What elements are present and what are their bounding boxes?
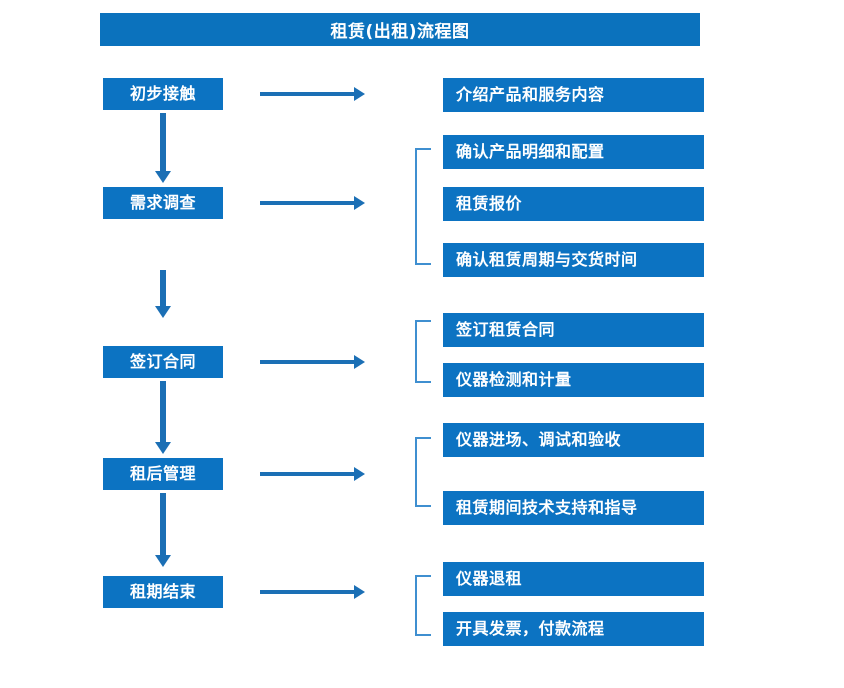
group-bracket-stage-5 bbox=[415, 575, 431, 636]
right-arrow-icon-stage-1 bbox=[260, 87, 365, 101]
right-arrow-icon-stage-5 bbox=[260, 585, 365, 599]
arrow-shaft bbox=[260, 92, 354, 96]
detail-box-2-3[interactable]: 确认租赁周期与交货时间 bbox=[443, 243, 704, 277]
group-bracket-stage-3 bbox=[415, 320, 431, 383]
down-arrow-icon-4-to-5 bbox=[155, 493, 171, 567]
arrow-head bbox=[354, 87, 365, 101]
arrow-shaft bbox=[160, 113, 166, 171]
arrow-head bbox=[155, 555, 171, 567]
detail-box-2-1[interactable]: 确认产品明细和配置 bbox=[443, 135, 704, 169]
group-bracket-stage-4 bbox=[415, 437, 431, 507]
arrow-shaft bbox=[160, 270, 166, 306]
detail-box-5-2[interactable]: 开具发票，付款流程 bbox=[443, 612, 704, 646]
arrow-head bbox=[155, 442, 171, 454]
detail-box-3-1[interactable]: 签订租赁合同 bbox=[443, 313, 704, 347]
stage-box-xuqiudiaocha[interactable]: 需求调查 bbox=[103, 187, 223, 219]
detail-box-3-2[interactable]: 仪器检测和计量 bbox=[443, 363, 704, 397]
arrow-head bbox=[155, 306, 171, 318]
arrow-shaft bbox=[160, 493, 166, 555]
arrow-shaft bbox=[260, 590, 354, 594]
arrow-shaft bbox=[260, 472, 354, 476]
detail-box-5-1[interactable]: 仪器退租 bbox=[443, 562, 704, 596]
detail-box-2-2[interactable]: 租赁报价 bbox=[443, 187, 704, 221]
stage-box-chubujiechu[interactable]: 初步接触 bbox=[103, 78, 223, 110]
group-bracket-stage-2 bbox=[415, 148, 431, 265]
down-arrow-icon-2-to-3 bbox=[155, 270, 171, 318]
arrow-head bbox=[354, 585, 365, 599]
diagram-title: 租赁(出租)流程图 bbox=[100, 13, 700, 46]
arrow-shaft bbox=[260, 360, 354, 364]
right-arrow-icon-stage-4 bbox=[260, 467, 365, 481]
arrow-head bbox=[354, 467, 365, 481]
stage-box-zuqijieshu[interactable]: 租期结束 bbox=[103, 576, 223, 608]
arrow-shaft bbox=[160, 381, 166, 442]
arrow-head bbox=[354, 355, 365, 369]
down-arrow-icon-1-to-2 bbox=[155, 113, 171, 183]
down-arrow-icon-3-to-4 bbox=[155, 381, 171, 454]
right-arrow-icon-stage-2 bbox=[260, 196, 365, 210]
detail-box-4-2[interactable]: 租赁期间技术支持和指导 bbox=[443, 491, 704, 525]
arrow-head bbox=[354, 196, 365, 210]
arrow-shaft bbox=[260, 201, 354, 205]
detail-box-4-1[interactable]: 仪器进场、调试和验收 bbox=[443, 423, 704, 457]
stage-box-zuhouguanli[interactable]: 租后管理 bbox=[103, 458, 223, 490]
stage-box-qiandinghetong[interactable]: 签订合同 bbox=[103, 346, 223, 378]
detail-box-1-1[interactable]: 介绍产品和服务内容 bbox=[443, 78, 704, 112]
arrow-head bbox=[155, 171, 171, 183]
right-arrow-icon-stage-3 bbox=[260, 355, 365, 369]
